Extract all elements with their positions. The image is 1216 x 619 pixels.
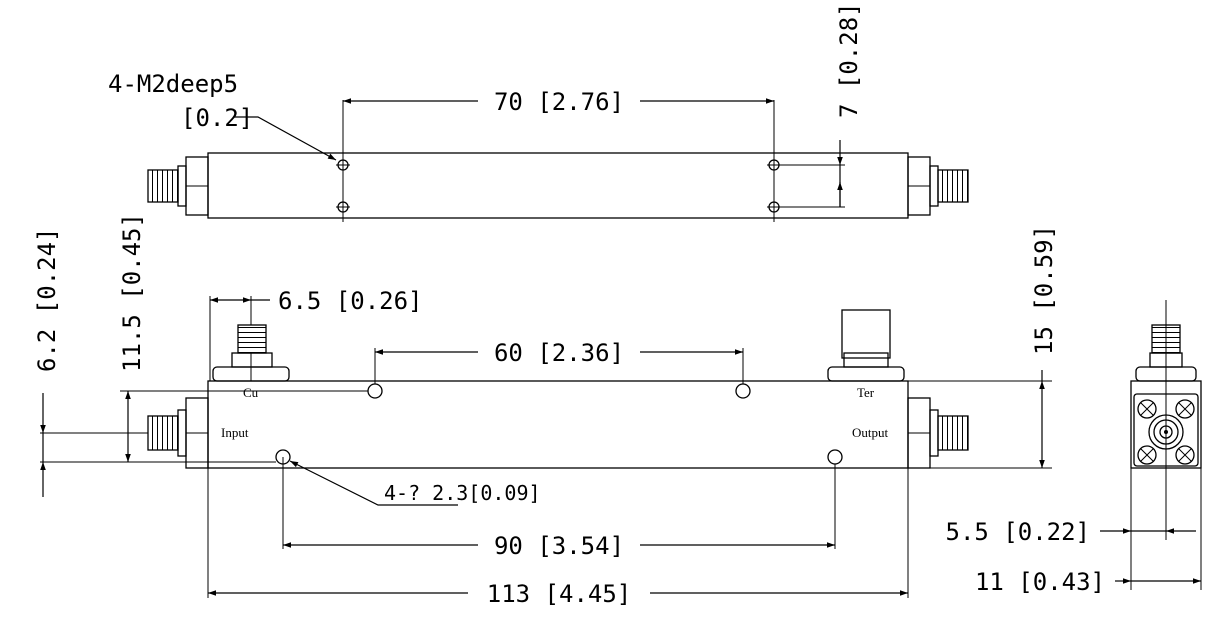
dim-60: 60 [2.36] (494, 339, 624, 367)
top-left-connector (147, 156, 209, 216)
side-view: 5.5 [0.22] 11 [0.43] (946, 300, 1202, 596)
ter-load (827, 309, 905, 382)
dim-hole-dia: 4-? 2.3[0.09] (384, 481, 541, 505)
input-connector (147, 397, 209, 469)
dim-5-5: 5.5 [0.22] (946, 518, 1091, 546)
side-connector-face (1148, 414, 1184, 450)
front-body (207, 380, 909, 469)
dim-6-2: 6.2 [0.24] (33, 228, 61, 373)
dim-15: 15 [0.59] (1030, 225, 1058, 355)
cu-connector (212, 324, 290, 382)
label-input: Input (221, 425, 249, 440)
label-cu: Cu (243, 385, 259, 400)
dim-90: 90 [3.54] (494, 532, 624, 560)
front-view: Cu Ter Input Output 6.5 [0.26] 60 [2.36]… (33, 213, 1058, 608)
dim-tap-thread-sub: [0.2] (181, 104, 253, 132)
label-output: Output (852, 425, 889, 440)
dim-70: 70 [2.76] (494, 88, 624, 116)
dim-11: 11 [0.43] (975, 568, 1105, 596)
top-right-connector (907, 156, 969, 216)
dim-7: 7 [0.28] (835, 2, 863, 118)
label-ter: Ter (857, 385, 875, 400)
top-view: 70 [2.76] 4-M2deep5 [0.2] 7 [0.28] (108, 2, 969, 222)
hole-leader (289, 460, 458, 506)
dim-6-5: 6.5 [0.26] (278, 287, 423, 315)
front-mount-holes (275, 383, 843, 465)
output-connector (907, 397, 969, 469)
top-body (207, 152, 909, 219)
dim-tap-thread: 4-M2deep5 (108, 70, 238, 98)
dim-11-5: 11.5 [0.45] (118, 213, 146, 372)
dim-113: 113 [4.45] (487, 580, 632, 608)
top-tap-holes (336, 100, 845, 222)
side-screws (1137, 399, 1195, 465)
tap-leader (234, 116, 337, 161)
